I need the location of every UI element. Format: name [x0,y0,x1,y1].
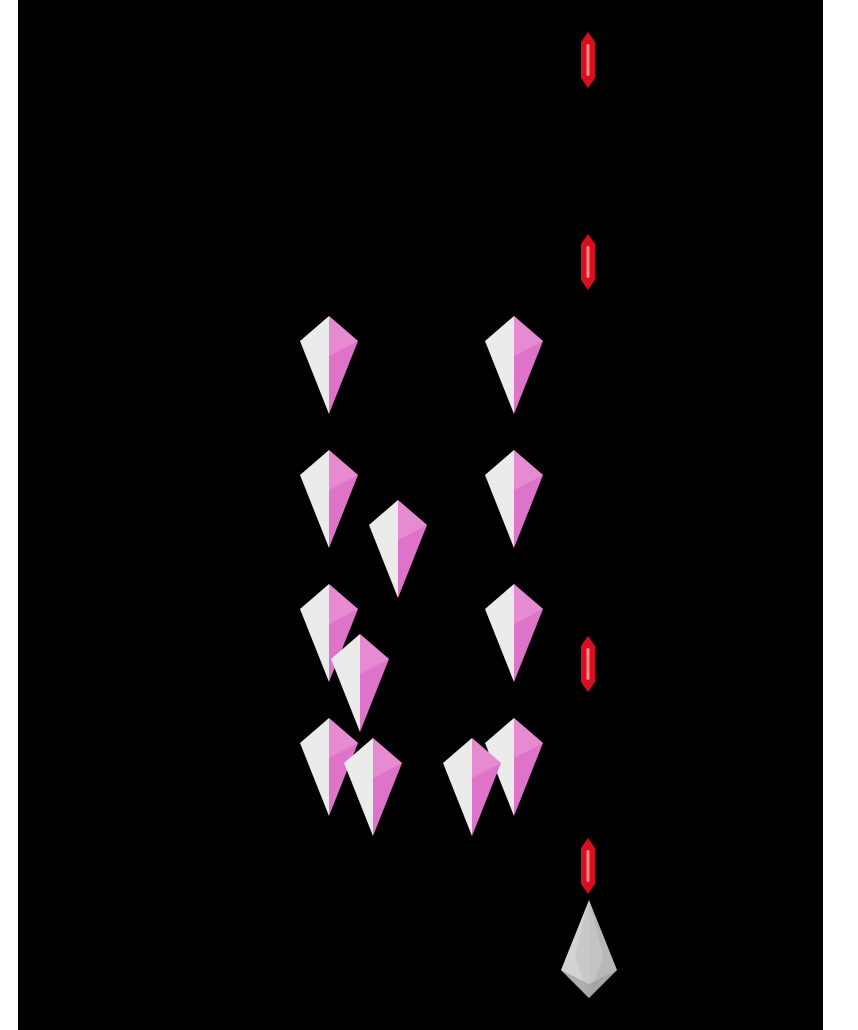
enemy-ship [485,584,543,682]
enemy-ship [485,450,543,548]
player-bullet [581,838,595,894]
enemy-ship [443,738,501,836]
enemy-ship [300,718,358,816]
player-bullet [581,636,595,692]
enemy-ship [300,450,358,548]
game-playfield[interactable] [18,0,823,1030]
player-ship[interactable] [559,898,621,1000]
enemy-ship [331,634,389,732]
enemy-ship [344,738,402,836]
enemy-ship [485,316,543,414]
player-bullet [581,32,595,88]
enemy-ship [369,500,427,598]
enemy-ship [300,316,358,414]
player-bullet [581,234,595,290]
enemy-ship [485,718,543,816]
